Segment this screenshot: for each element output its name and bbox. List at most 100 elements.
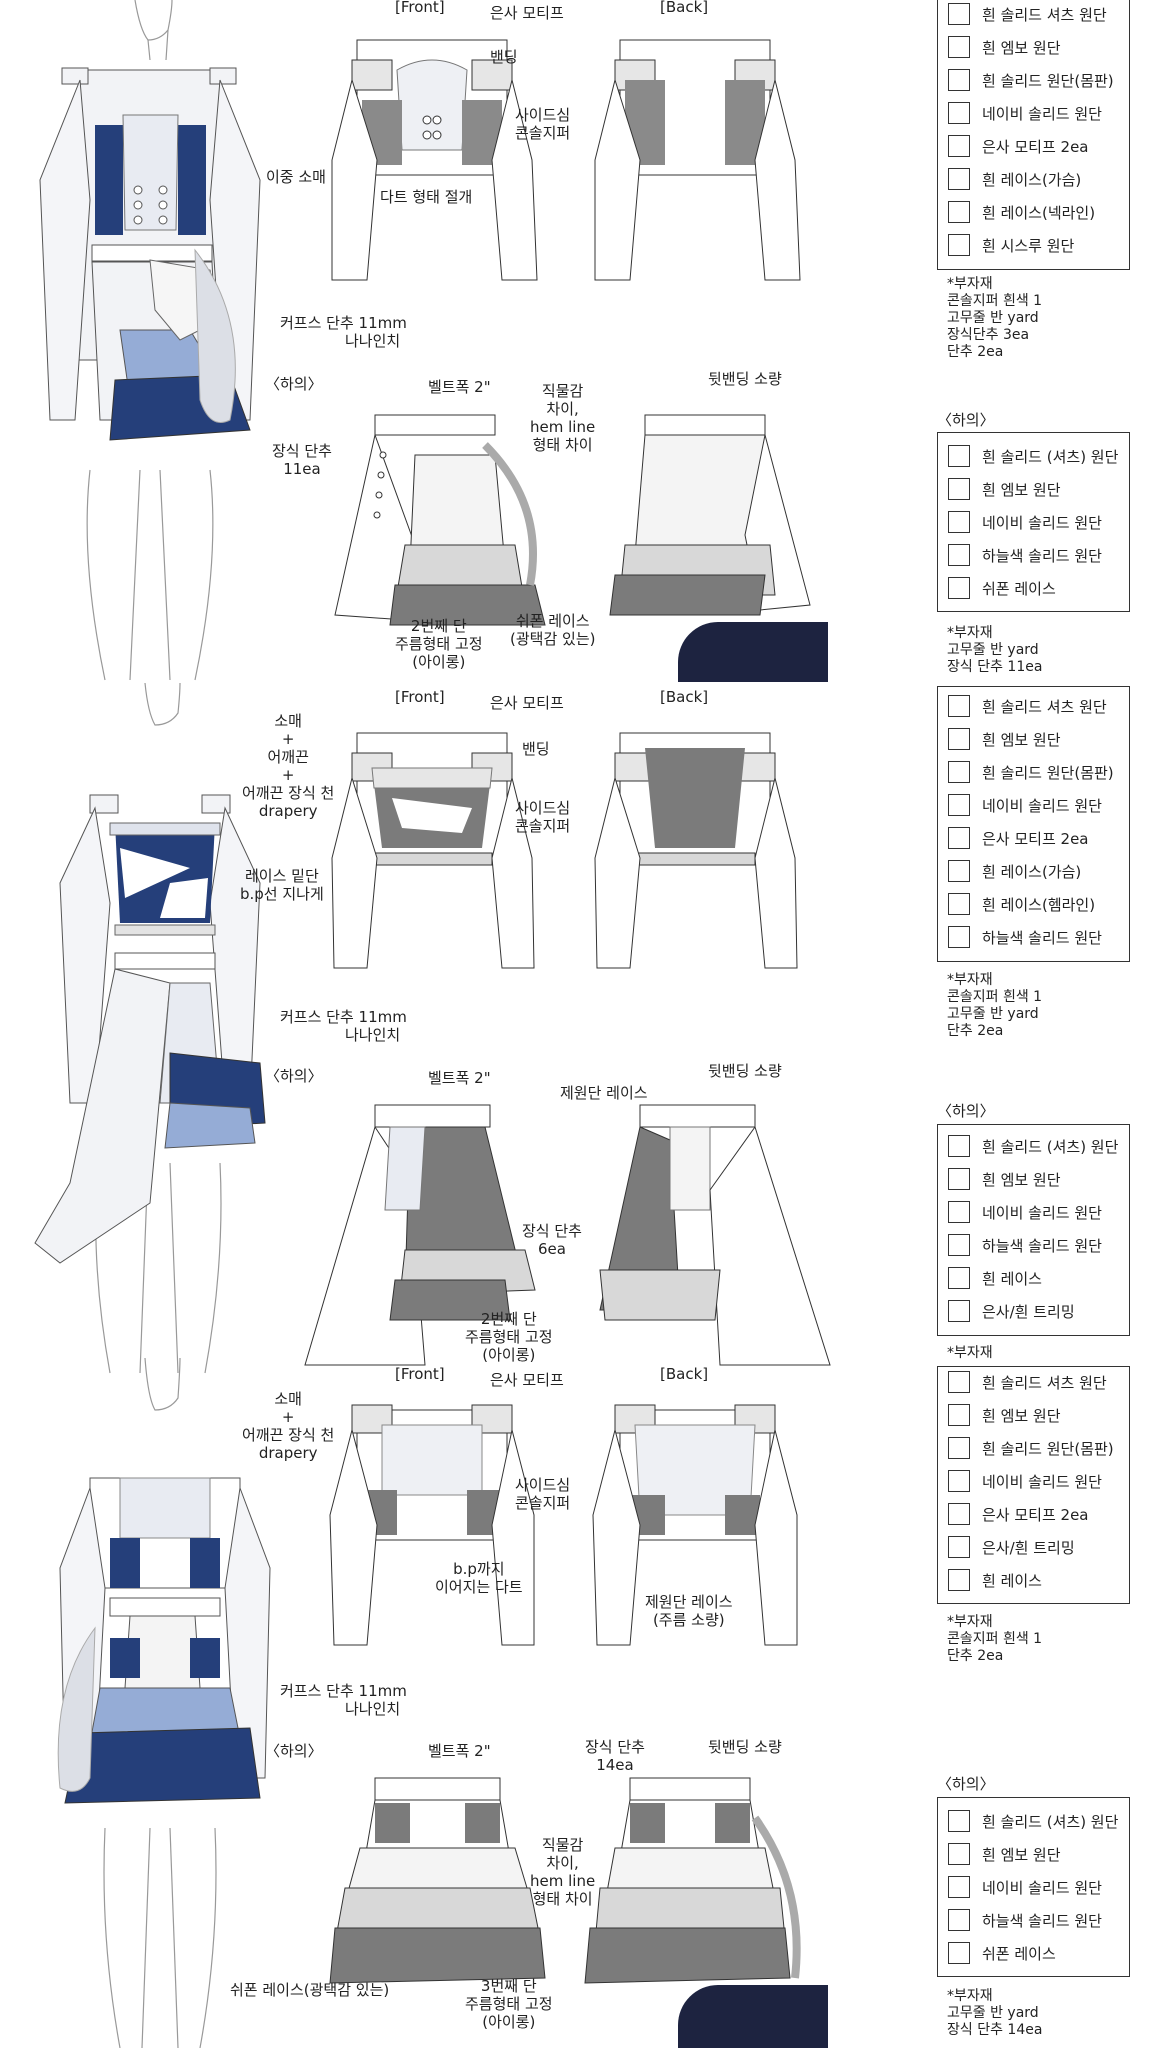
material-item: 은사 모티프 2ea <box>982 1505 1089 1524</box>
material-item: 흰 레이스(넥라인) <box>982 203 1096 222</box>
material-item: 하늘색 솔리드 원단 <box>982 928 1102 947</box>
checkbox[interactable] <box>948 926 970 948</box>
material-item: 네이비 솔리드 원단 <box>982 796 1102 815</box>
checkbox[interactable] <box>948 893 970 915</box>
annotation-sleeve-strap-drapery: 소매 + 어깨끈 + 어깨끈 장식 천 drapery <box>242 712 335 820</box>
front-skirt-sketch-1 <box>334 414 546 626</box>
checkbox[interactable] <box>948 36 970 58</box>
annotation-banding: 밴딩 <box>490 48 518 66</box>
checkbox[interactable] <box>948 478 970 500</box>
annotation-side-seam: 사이드심 <box>515 1476 571 1494</box>
material-item: 흰 엠보 원단 <box>982 1170 1061 1189</box>
bottom-materials-panel-3: 흰 솔리드 (셔츠) 원단 흰 엠보 원단 네이비 솔리드 원단 하늘색 솔리드… <box>937 1797 1130 1977</box>
checkbox[interactable] <box>948 1437 970 1459</box>
annotation-nana-inch: 나나인치 <box>345 1026 401 1044</box>
checkbox[interactable] <box>948 860 970 882</box>
checkbox[interactable] <box>948 168 970 190</box>
fashion-figure-3 <box>57 1357 271 2048</box>
checkbox[interactable] <box>948 1909 970 1931</box>
checkbox[interactable] <box>948 445 970 467</box>
top-materials-panel-1: 흰 솔리드 셔츠 원단 흰 엠보 원단 흰 솔리드 원단(몸판) 네이비 솔리드… <box>937 0 1130 270</box>
checkbox[interactable] <box>948 1810 970 1832</box>
annotation-chiffon-lace: 쉬폰 레이스 (광택감 있는) <box>510 612 596 648</box>
front-skirt-sketch-2 <box>304 1104 536 1366</box>
annotation-double-sleeve: 이중 소매 <box>266 168 326 186</box>
bottom-notes-1: *부자재 고무줄 반 yard 장식 단추 11ea <box>947 625 1043 675</box>
checkbox[interactable] <box>948 1876 970 1898</box>
bottom-label: 〈하의〉 <box>265 1742 323 1760</box>
checkbox[interactable] <box>948 102 970 124</box>
checkbox[interactable] <box>948 761 970 783</box>
checkbox[interactable] <box>948 577 970 599</box>
front-heading: [Front] <box>395 1365 445 1383</box>
annotation-lace-hem: 레이스 밑단 b.p선 지나게 <box>240 867 324 903</box>
checkbox[interactable] <box>948 1168 970 1190</box>
checkbox[interactable] <box>948 695 970 717</box>
checkbox[interactable] <box>948 1267 970 1289</box>
checkbox[interactable] <box>948 511 970 533</box>
checkbox[interactable] <box>948 1470 970 1492</box>
fashion-figure-1 <box>39 0 261 681</box>
top-notes-1: *부자재 콘솔지퍼 흰색 1 고무줄 반 yard 장식단추 3ea 단추 2e… <box>947 276 1043 360</box>
annotation-dart-cut: 다트 형태 절개 <box>380 188 473 206</box>
material-item: 흰 솔리드 셔츠 원단 <box>982 5 1107 24</box>
checkbox[interactable] <box>948 1536 970 1558</box>
material-item: 흰 엠보 원단 <box>982 730 1061 749</box>
front-heading: [Front] <box>395 688 445 706</box>
checkbox[interactable] <box>948 1371 970 1393</box>
material-item: 흰 솔리드 (셔츠) 원단 <box>982 447 1119 466</box>
checkbox[interactable] <box>948 3 970 25</box>
checkbox[interactable] <box>948 1404 970 1426</box>
checkbox[interactable] <box>948 135 970 157</box>
material-item: 흰 레이스 <box>982 1269 1042 1288</box>
material-item: 흰 솔리드 (셔츠) 원단 <box>982 1137 1119 1156</box>
material-item: 하늘색 솔리드 원단 <box>982 1236 1102 1255</box>
front-skirt-sketch-3 <box>329 1777 546 1984</box>
annotation-concealed-zipper: 콘솔지퍼 <box>515 1494 571 1512</box>
bottom-materials-heading-2: 〈하의〉 <box>937 1102 995 1120</box>
checkbox[interactable] <box>948 1942 970 1964</box>
material-item: 흰 시스루 원단 <box>982 236 1075 255</box>
bottom-notes-2: *부자재 <box>947 1345 993 1361</box>
material-item: 흰 솔리드 원단(몸판) <box>982 763 1114 782</box>
annotation-deco-button: 장식 단추 14ea <box>585 1738 645 1774</box>
material-item: 은사/흰 트리밍 <box>982 1302 1075 1321</box>
material-item: 흰 솔리드 원단(몸판) <box>982 71 1114 90</box>
annotation-deco-button: 장식 단추 11ea <box>272 442 332 478</box>
checkbox[interactable] <box>948 201 970 223</box>
material-item: 흰 레이스(헴라인) <box>982 895 1096 914</box>
top-materials-panel-2: 흰 솔리드 셔츠 원단 흰 엠보 원단 흰 솔리드 원단(몸판) 네이비 솔리드… <box>937 686 1130 962</box>
material-item: 흰 엠보 원단 <box>982 1406 1061 1425</box>
annotation-cuff-button: 커프스 단추 11mm <box>280 314 407 332</box>
material-item: 네이비 솔리드 원단 <box>982 104 1102 123</box>
annotation-cuff-button: 커프스 단추 11mm <box>280 1682 407 1700</box>
front-top-sketch-3 <box>329 1404 535 1646</box>
checkbox[interactable] <box>948 234 970 256</box>
fashion-figure-2 <box>34 682 266 1374</box>
annotation-bp-dart: b.p까지 이어지는 다트 <box>435 1560 523 1596</box>
checkbox[interactable] <box>948 544 970 566</box>
bottom-materials-heading-1: 〈하의〉 <box>937 411 995 429</box>
annotation-back-banding: 뒷밴딩 소량 <box>708 1738 782 1756</box>
checkbox[interactable] <box>948 1843 970 1865</box>
checkbox[interactable] <box>948 1300 970 1322</box>
checkbox[interactable] <box>948 1234 970 1256</box>
annotation-belt-width: 벨트폭 2" <box>428 1742 491 1760</box>
front-top-sketch-2 <box>331 732 535 969</box>
back-heading: [Back] <box>660 0 709 16</box>
checkbox[interactable] <box>948 1569 970 1591</box>
annotation-cuff-button: 커프스 단추 11mm <box>280 1008 407 1026</box>
checkbox[interactable] <box>948 1503 970 1525</box>
checkbox[interactable] <box>948 1201 970 1223</box>
material-item: 쉬폰 레이스 <box>982 579 1056 598</box>
annotation-sleeve-strap-drapery: 소매 + 어깨끈 장식 천 drapery <box>242 1390 335 1462</box>
annotation-deco-button: 장식 단추 6ea <box>522 1222 582 1258</box>
checkbox[interactable] <box>948 827 970 849</box>
material-item: 흰 레이스 <box>982 1571 1042 1590</box>
checkbox[interactable] <box>948 728 970 750</box>
material-item: 흰 레이스(가슴) <box>982 170 1082 189</box>
checkbox[interactable] <box>948 1135 970 1157</box>
checkbox[interactable] <box>948 794 970 816</box>
checkbox[interactable] <box>948 69 970 91</box>
material-item: 네이비 솔리드 원단 <box>982 1203 1102 1222</box>
